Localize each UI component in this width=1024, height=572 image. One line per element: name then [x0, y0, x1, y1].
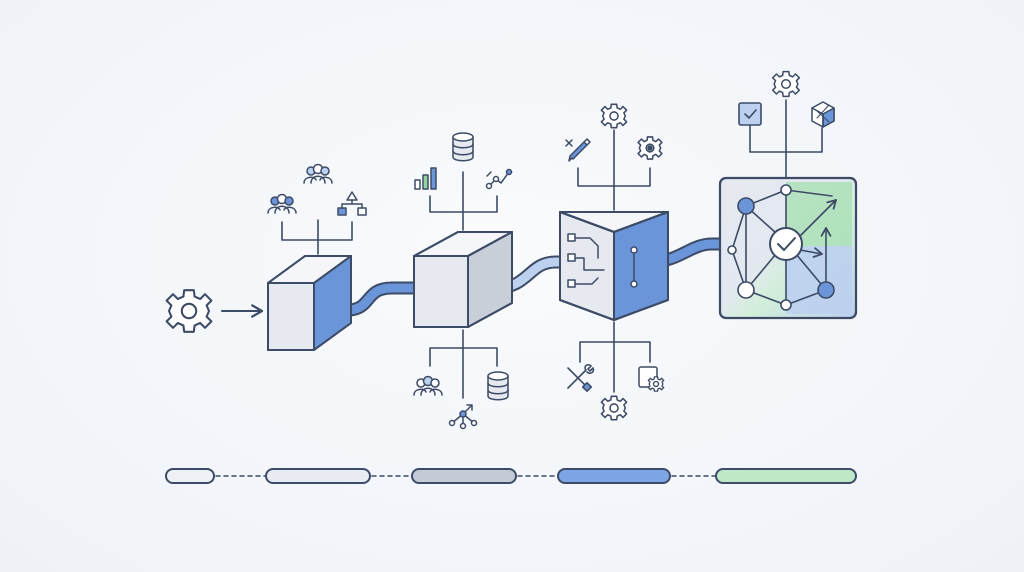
tools-icon	[567, 363, 595, 393]
timeline-segment-3	[411, 468, 517, 484]
stage-2-bottom-tree	[429, 329, 498, 399]
stage-3-cube	[559, 211, 669, 321]
document-gear-icon	[638, 366, 665, 392]
check-circle-icon	[769, 227, 803, 261]
timeline-segment-5	[715, 468, 857, 484]
hierarchy-icon	[337, 191, 367, 216]
checkbox-icon	[738, 102, 762, 126]
stage-1-top-tree	[281, 219, 353, 255]
stage-1-cube	[267, 255, 352, 351]
gear-icon	[771, 70, 801, 98]
network-icon	[448, 404, 478, 430]
stage-4-output	[718, 70, 858, 320]
team-icon	[413, 375, 443, 396]
timeline	[165, 468, 857, 484]
database-icon	[487, 371, 509, 401]
timeline-segment-4	[557, 468, 671, 484]
stage-1	[267, 163, 367, 351]
timeline-segment-1	[165, 468, 215, 484]
gear-icon	[600, 103, 628, 129]
input-gear-icon	[165, 288, 213, 334]
database-icon	[452, 132, 474, 162]
stage-4-top-tree	[749, 99, 823, 179]
trend-icon	[485, 168, 513, 190]
stage-3-top-tree	[577, 129, 651, 211]
circuit-pattern	[567, 233, 638, 288]
stage-2	[413, 132, 513, 430]
network-graph	[727, 184, 837, 311]
stage-2-top-tree	[429, 171, 498, 231]
stage-3	[559, 103, 669, 421]
users-group-icon	[267, 193, 297, 214]
gear-icon	[600, 395, 628, 421]
settings-target-icon	[637, 136, 663, 160]
connector-pipes	[343, 237, 745, 317]
bar-chart-icon	[414, 167, 437, 190]
cube-icon	[811, 101, 835, 128]
pencil-icon	[565, 138, 591, 162]
team-icon	[303, 163, 333, 184]
timeline-segment-2	[265, 468, 371, 484]
stage-2-cube	[413, 231, 513, 328]
stage-3-bottom-tree	[579, 321, 651, 393]
output-panel	[718, 176, 858, 320]
